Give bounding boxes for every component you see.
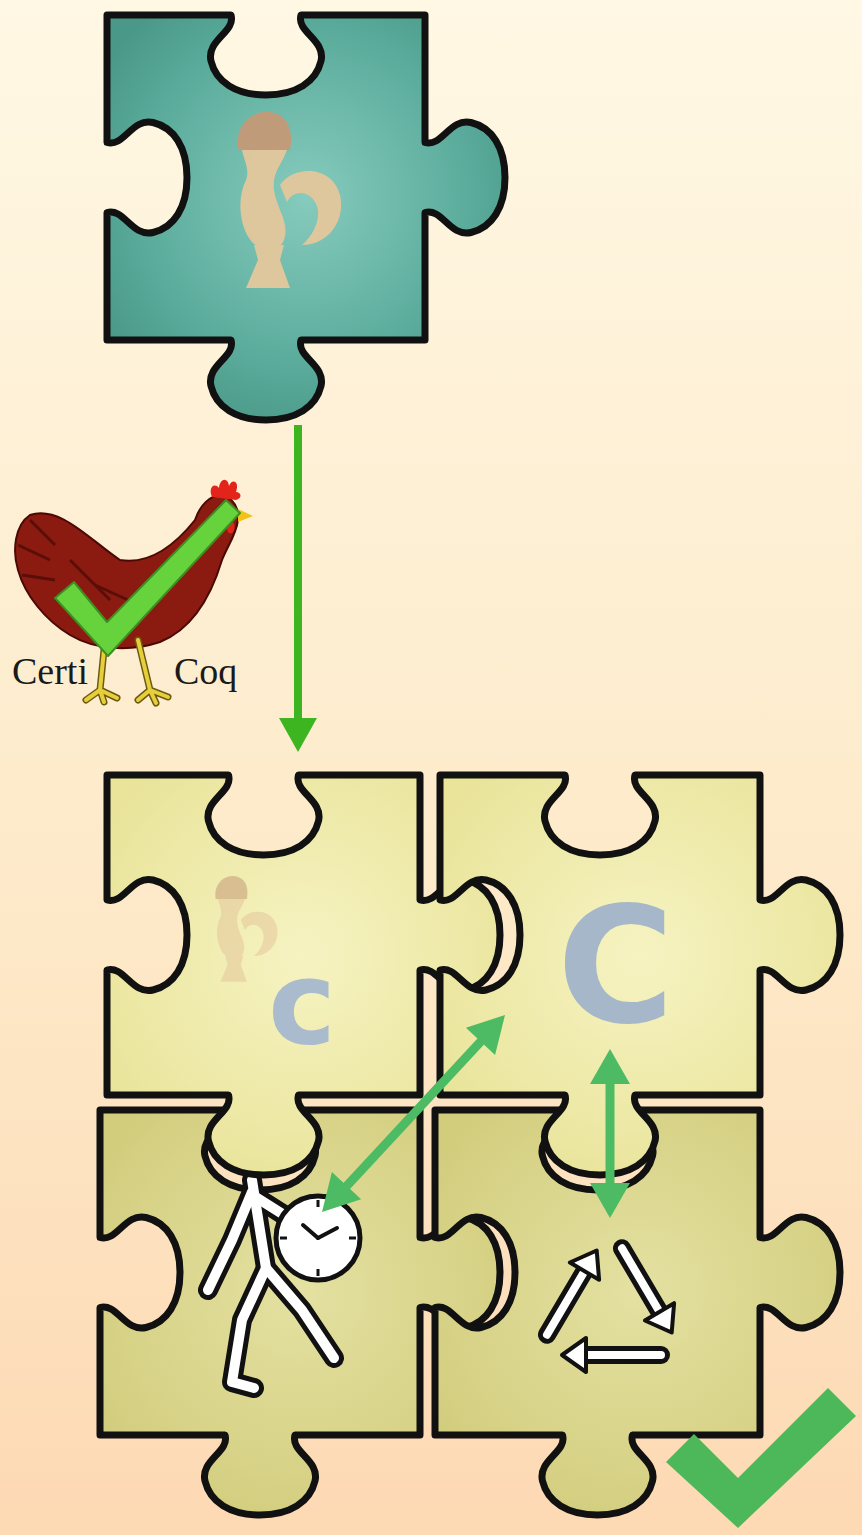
runner-clock-icon-part: [280, 1237, 287, 1240]
logo-wordmark: Certi: [12, 650, 88, 694]
check-mark: [666, 1388, 856, 1528]
rooster-logo-part: [215, 876, 247, 899]
runner-clock-icon-part: [208, 1192, 252, 1290]
puzzle-piece: C: [440, 775, 760, 1095]
rooster-logo-part: [237, 112, 291, 150]
hen-logo-part: [86, 640, 168, 703]
recycle-icon-part: [622, 1248, 660, 1312]
runner-clock-icon-part: [303, 1225, 318, 1238]
rooster-logo-part: [246, 245, 290, 288]
rooster-logo-part: [217, 899, 245, 959]
recycle-icon-part: [570, 1251, 599, 1280]
runner-clock-icon-part: [317, 1200, 320, 1207]
recycle-icon-part: [586, 1346, 661, 1364]
rooster-logo: [237, 112, 341, 288]
double-arrow-part: [322, 1172, 361, 1212]
rooster-logo-part: [220, 956, 246, 982]
runner-clock-icon-part: [317, 1269, 320, 1276]
recycle-icon-part: [586, 1351, 661, 1359]
recycle-icon-part: [547, 1271, 585, 1335]
rooster-logo-part: [240, 150, 287, 249]
rooster-logo: [237, 112, 341, 288]
compile-arrow-part: [294, 425, 302, 722]
piece-outline-part: [440, 775, 840, 1175]
runner-clock-icon-part: [276, 1196, 360, 1280]
runner-clock-icon-part: [349, 1237, 356, 1240]
recycle-icon-part: [562, 1338, 586, 1372]
logo-wordmark: Coq: [174, 650, 237, 694]
piece-letter: c: [268, 946, 336, 1061]
hen-logo-part: [55, 500, 240, 656]
runner-clock-icon-part: [232, 1268, 266, 1388]
recycle-icon-part: [645, 1303, 674, 1332]
recycle-icon-part: [547, 1271, 585, 1335]
compile-arrow-part: [279, 718, 317, 752]
runner-clock-icon-part: [208, 1192, 252, 1290]
runner-clock-icon-part: [232, 1268, 266, 1388]
rooster-logo-part: [280, 171, 341, 245]
double-arrow-part: [590, 1183, 630, 1218]
hen-logo-part: [211, 480, 241, 500]
hen-logo-part: [86, 640, 168, 703]
runner-clock-icon-part: [318, 1228, 337, 1238]
recycle-icon-part: [622, 1248, 660, 1312]
piece-outline: [17, 685, 510, 1185]
compile-arrow: [279, 425, 317, 752]
piece-letter: C: [557, 887, 674, 1047]
hen-logo-part: [238, 509, 253, 522]
puzzle-piece: c: [107, 775, 420, 1095]
puzzle-piece: [107, 15, 505, 420]
piece-outline: [440, 775, 840, 1175]
recycle-icon: [547, 1248, 674, 1372]
